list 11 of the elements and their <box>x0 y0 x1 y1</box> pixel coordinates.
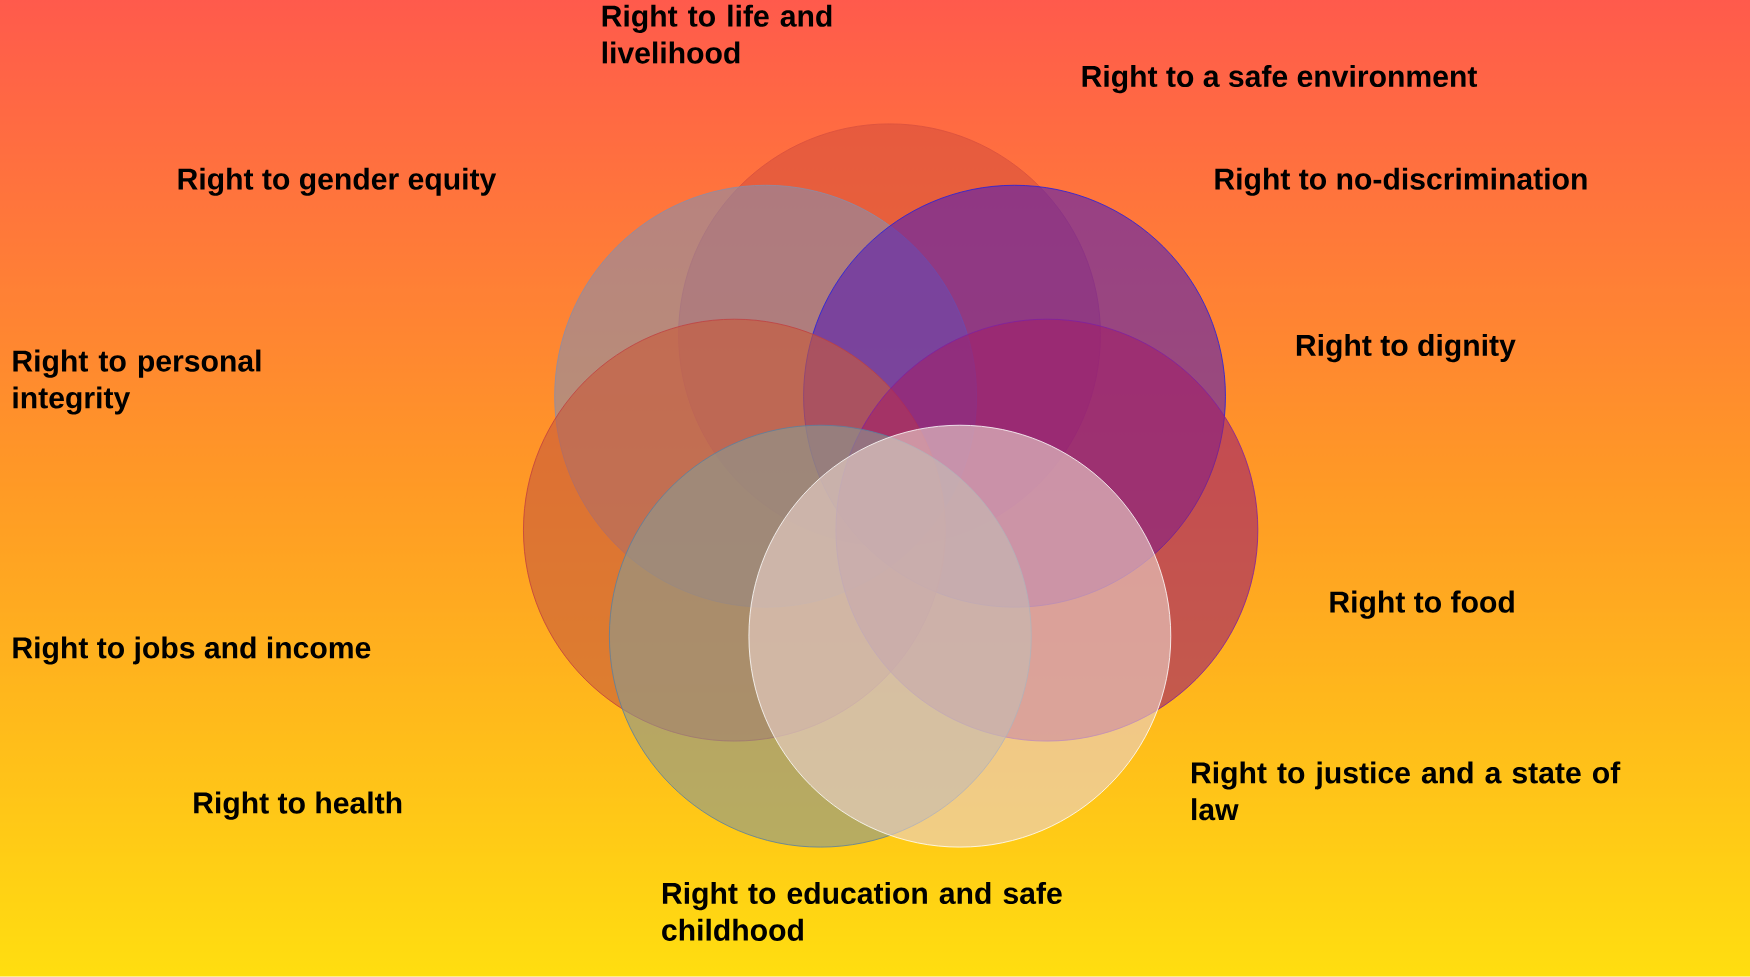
rights-label: Right to no-discrimination <box>1215 167 1587 197</box>
rights-label: Right to health <box>194 791 402 820</box>
rights-label: Right to jobs and income <box>13 636 371 665</box>
rights-label: Right to life and livelihood <box>602 4 832 64</box>
rights-label: Right to personal integrity <box>13 349 261 415</box>
rights-label: Right to education and safe childhood <box>662 882 1062 942</box>
rights-label: Right to food <box>1330 590 1514 620</box>
rights-label: Right to justice and a state of law <box>1192 761 1621 821</box>
rights-label: Right to dignity <box>1296 334 1516 363</box>
rights-label: Right to a safe environment <box>1082 65 1478 94</box>
rights-label: Right to gender equity <box>178 167 497 197</box>
